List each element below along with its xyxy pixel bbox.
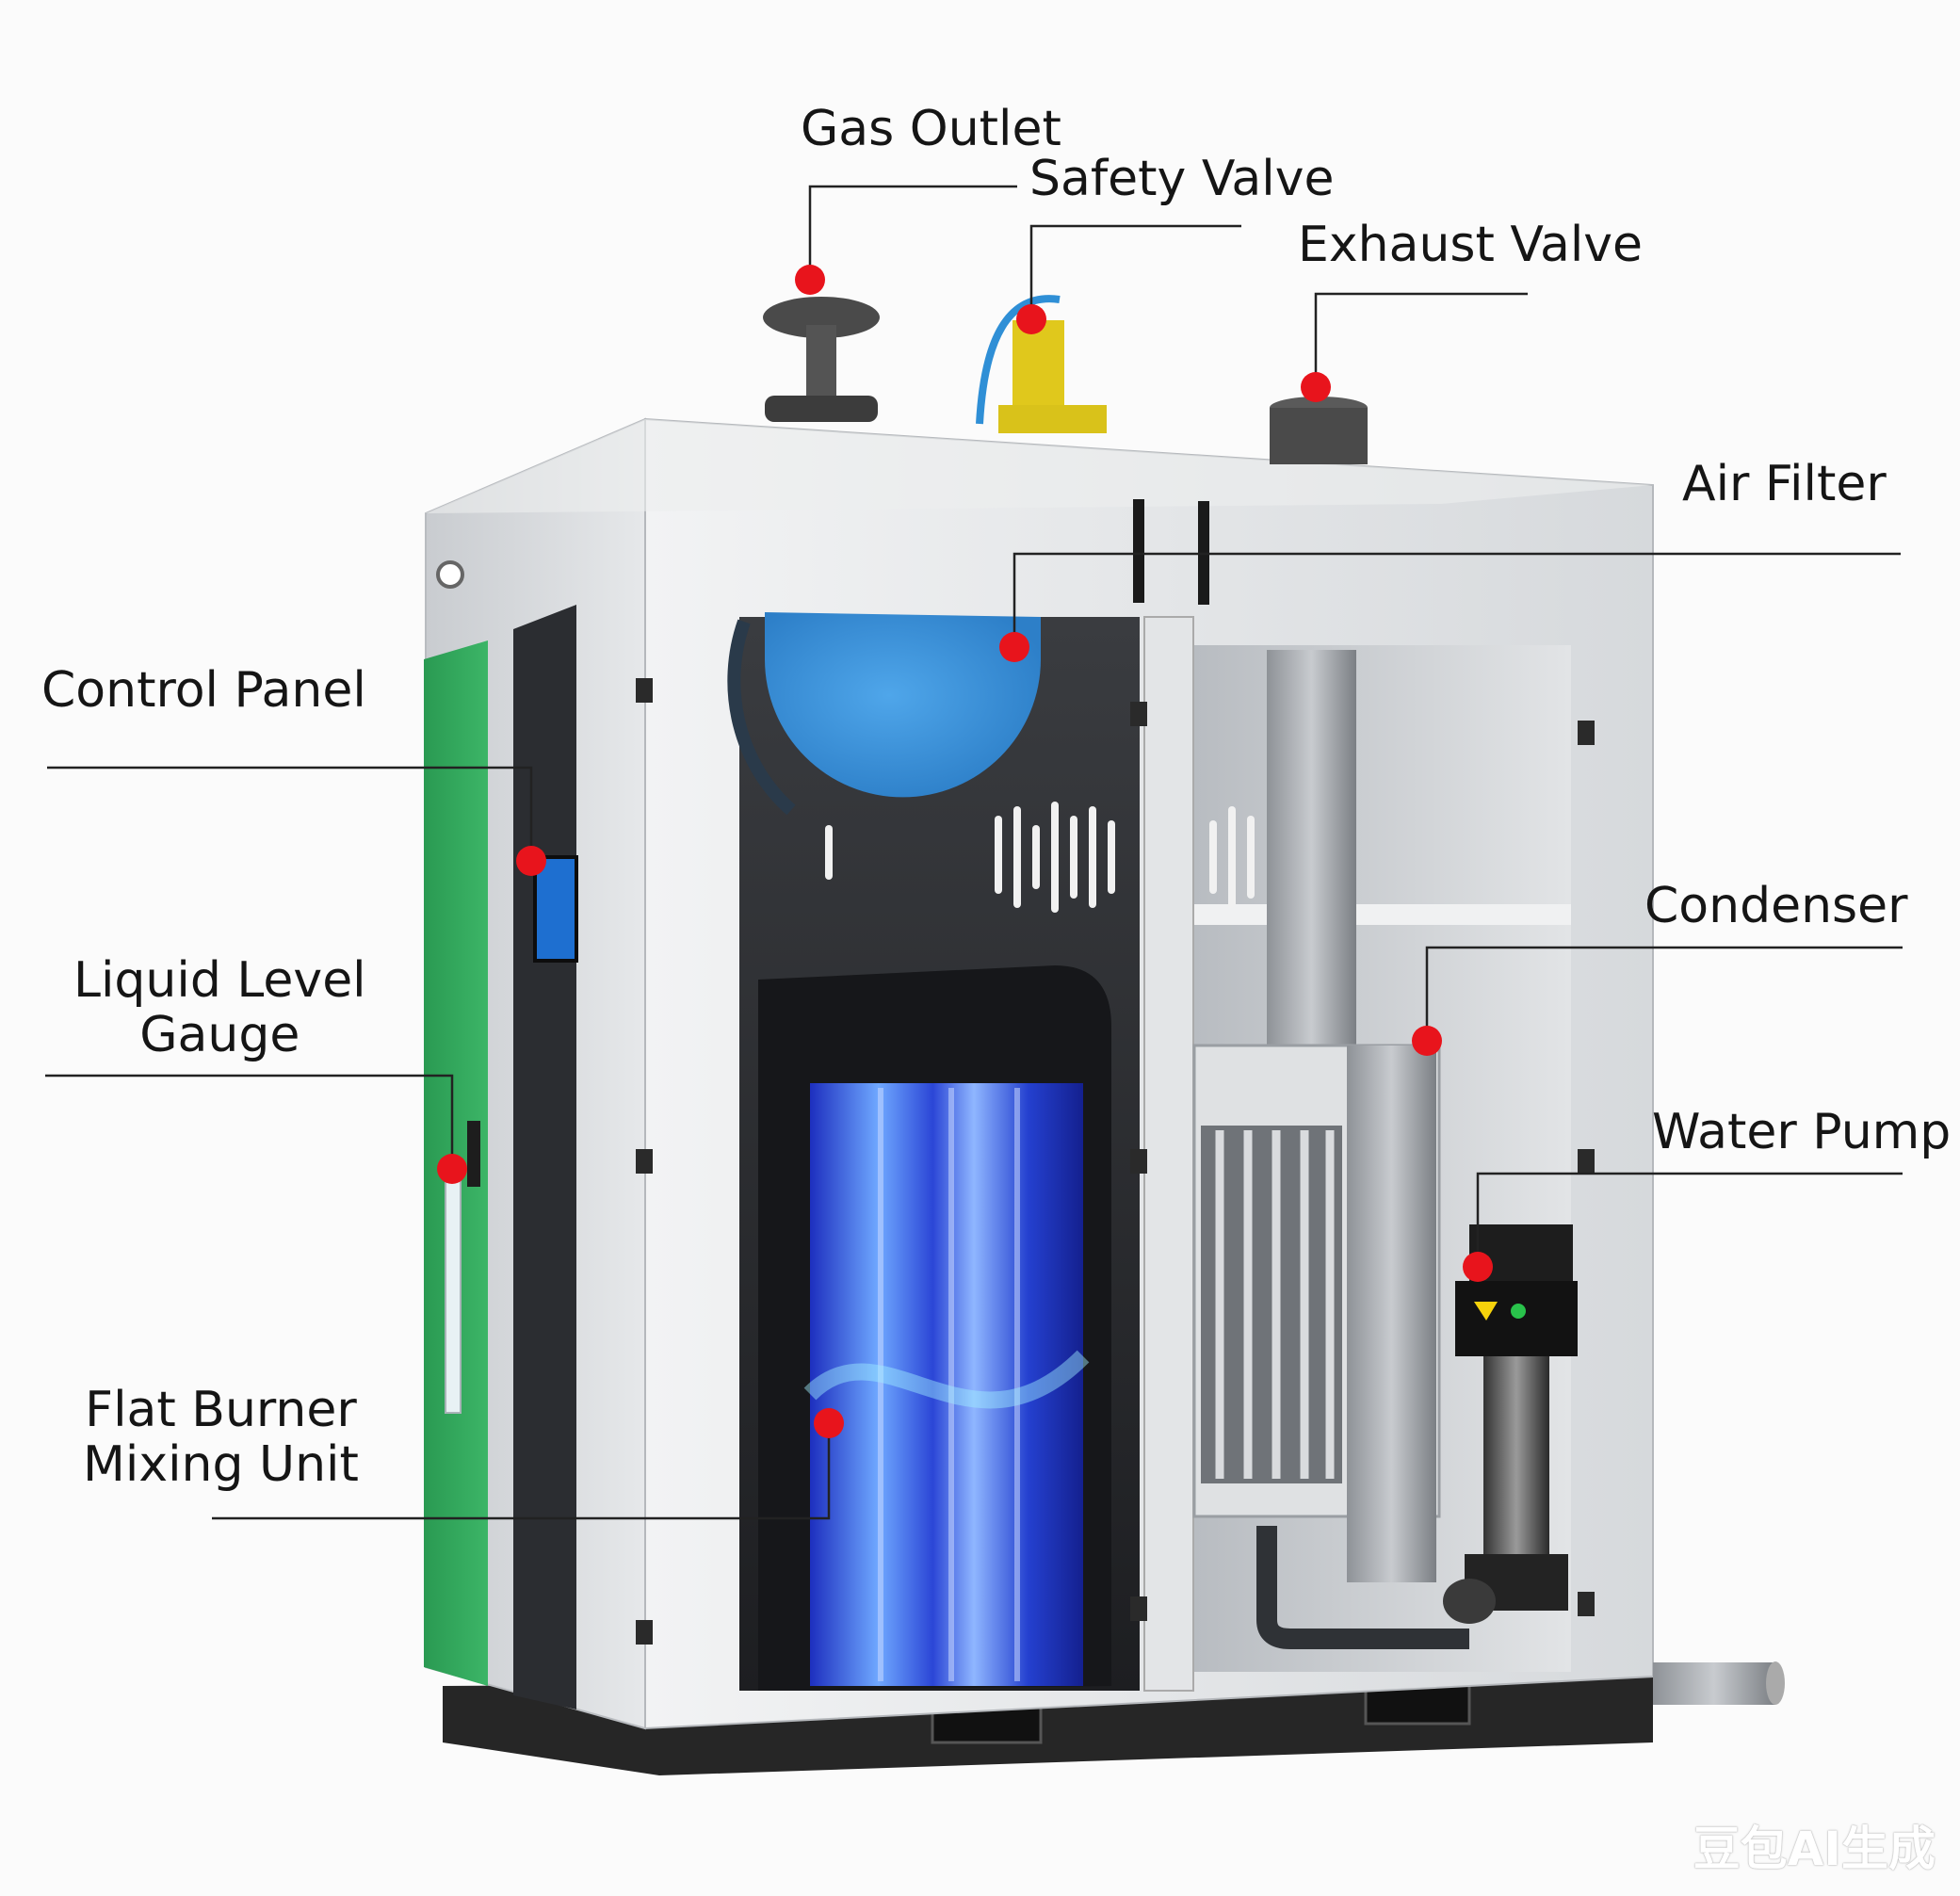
side-drain-pipe xyxy=(1653,1662,1775,1705)
liquid-level-tube xyxy=(445,1167,462,1414)
center-divider xyxy=(1143,616,1194,1692)
marker-air-filter xyxy=(999,632,1029,662)
label-water-pump: Water Pump xyxy=(1652,1104,1952,1160)
label-safety-valve: Safety Valve xyxy=(1029,151,1335,207)
leader-air-filter xyxy=(1012,552,1901,648)
door-hinges xyxy=(636,678,1595,1645)
pump-piping xyxy=(1256,1526,1469,1649)
leader-safety-valve xyxy=(1029,224,1241,320)
label-flat-burner-line1: Flat Burner xyxy=(85,1382,357,1438)
label-liquid-level-gauge: Liquid Level Gauge xyxy=(73,952,366,1064)
burner-flame-swirl xyxy=(803,1350,1090,1409)
leader-lines xyxy=(45,185,1903,1520)
control-screen xyxy=(533,855,578,963)
control-column xyxy=(513,605,576,1710)
watermark: 豆包AI生成 xyxy=(1693,1822,1936,1876)
label-liquid-level-line1: Liquid Level xyxy=(73,952,366,1009)
air-filter-rim xyxy=(727,619,796,816)
label-gas-outlet: Gas Outlet xyxy=(801,101,1061,157)
leader-water-pump xyxy=(1476,1172,1903,1268)
flue-pipe xyxy=(1267,650,1356,1055)
liquid-level-bracket xyxy=(467,1121,480,1187)
cabinet-top-face xyxy=(426,419,1653,513)
air-vent-slots xyxy=(825,802,1255,913)
condenser-tubes xyxy=(1215,1130,1335,1479)
marker-flat-burner xyxy=(814,1408,844,1438)
leader-condenser xyxy=(1425,946,1903,1042)
label-exhaust-valve: Exhaust Valve xyxy=(1298,217,1644,273)
marker-liquid-level xyxy=(437,1154,467,1184)
label-flat-burner-line2: Mixing Unit xyxy=(83,1436,359,1494)
right-bay-shelf xyxy=(1194,904,1571,925)
label-condenser: Condenser xyxy=(1644,878,1908,934)
marker-safety-valve xyxy=(1016,304,1046,334)
condenser-column xyxy=(1347,1045,1436,1582)
leader-gas-outlet xyxy=(808,185,1017,281)
marker-water-pump xyxy=(1463,1252,1493,1282)
air-filter-drum xyxy=(765,612,1041,798)
markers xyxy=(437,265,1493,1438)
marker-control-panel xyxy=(516,846,546,876)
exhaust-valve xyxy=(1270,397,1368,464)
marker-gas-outlet xyxy=(795,265,825,295)
label-liquid-level-line2: Gauge xyxy=(139,1007,300,1064)
burner-flame-panel xyxy=(810,1083,1083,1686)
safety-valve xyxy=(976,295,1107,433)
label-control-panel: Control Panel xyxy=(41,662,366,719)
leader-exhaust-valve xyxy=(1314,292,1528,388)
marker-condenser xyxy=(1412,1026,1442,1056)
pressure-gauge-icon xyxy=(436,560,464,589)
burner-glow-strips xyxy=(878,1088,1020,1681)
condenser-core xyxy=(1201,1126,1342,1483)
marker-exhaust-valve xyxy=(1301,372,1331,402)
latch-slot xyxy=(1133,499,1144,603)
label-air-filter: Air Filter xyxy=(1682,456,1887,512)
leader-liquid-level xyxy=(45,1074,454,1170)
gas-outlet-valve xyxy=(763,297,880,422)
label-flat-burner-mixing-unit: Flat Burner Mixing Unit xyxy=(83,1382,359,1494)
side-drain-pipe-end xyxy=(1766,1661,1785,1705)
leader-flat-burner xyxy=(212,1424,831,1520)
leader-control-panel xyxy=(47,766,533,862)
boiler-cabinet xyxy=(424,295,1785,1775)
